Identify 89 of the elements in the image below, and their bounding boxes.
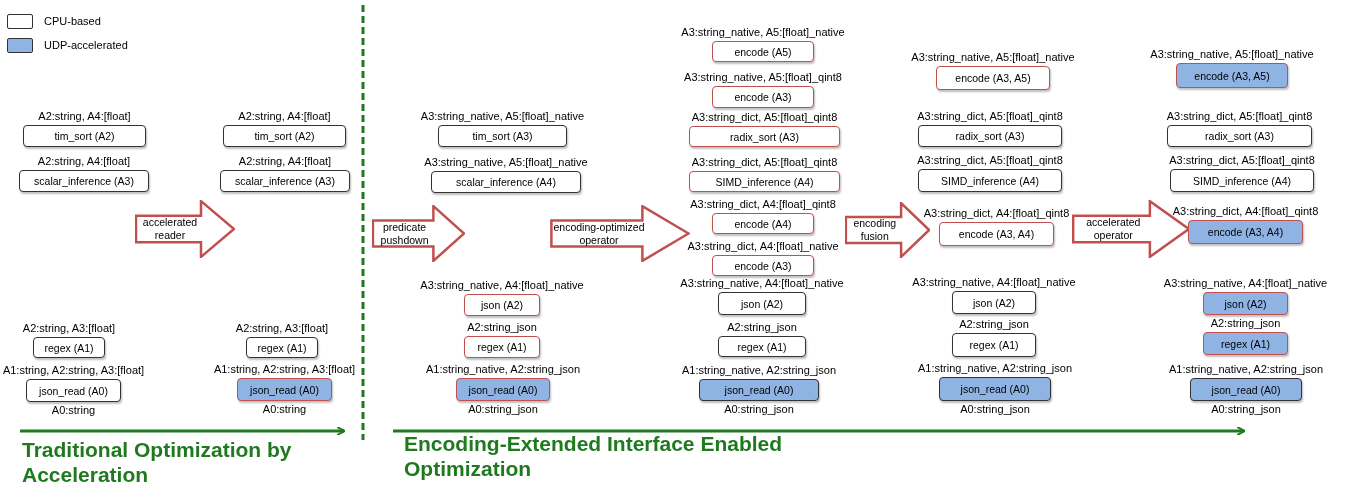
operator-box: regex (A1): [1203, 332, 1288, 355]
operator-box: regex (A1): [246, 337, 318, 358]
operator-box: json (A2): [464, 294, 540, 316]
schema-label: A3:string_dict, A5:[float]_qint8: [691, 156, 838, 169]
schema-label: A2:string, A4:[float]: [38, 110, 131, 123]
schema-label: A3:string_native, A5:[float]_native: [424, 156, 588, 169]
operator-box: regex (A1): [718, 336, 806, 357]
legend-text: UDP-accelerated: [44, 39, 128, 51]
block-arrow: [135, 200, 235, 258]
operator-box: radix_sort (A3): [1167, 125, 1312, 147]
operator-box: scalar_inference (A3): [19, 170, 149, 192]
arrow-label: encoding fusion: [852, 217, 898, 243]
arrow-label: predicate pushdown: [379, 220, 430, 247]
operator-box: json (A2): [1203, 292, 1288, 315]
operator-box: json (A2): [718, 292, 806, 315]
schema-label: A2:string, A4:[float]: [238, 110, 331, 123]
schema-label: A1:string_native, A2:string_json: [917, 362, 1073, 375]
operator-box: encode (A3, A5): [936, 66, 1050, 90]
schema-label: A3:string_native, A5:[float]_native: [681, 26, 845, 39]
schema-label: A3:string_dict, A5:[float]_qint8: [1166, 110, 1313, 123]
schema-label: A2:string, A3:[float]: [235, 322, 329, 335]
operator-box: json (A2): [952, 291, 1036, 314]
schema-label: A1:string, A2:string, A3:[float]: [2, 364, 145, 377]
arrow-label: accelerated reader: [141, 216, 199, 242]
schema-label: A0:string_json: [468, 403, 538, 416]
schema-label: A1:string_native, A2:string_json: [425, 363, 581, 376]
operator-box: SIMD_inference (A4): [689, 171, 840, 192]
schema-label: A3:string_native, A5:[float]_native: [1150, 48, 1314, 61]
schema-label: A3:string_native, A4:[float]_native: [680, 277, 844, 290]
schema-label: A3:string_dict, A5:[float]_qint8: [917, 154, 1063, 167]
operator-box: json_read (A0): [699, 379, 819, 401]
schema-label: A2:string, A3:[float]: [22, 322, 116, 335]
operator-box: SIMD_inference (A4): [918, 169, 1062, 192]
schema-label: A3:string_native, A5:[float]_native: [911, 51, 1075, 64]
schema-label: A3:string_dict, A5:[float]_qint8: [917, 110, 1063, 123]
operator-box: regex (A1): [464, 336, 540, 358]
schema-label: A3:string_dict, A4:[float]_qint8: [923, 207, 1070, 220]
schema-label: A3:string_dict, A4:[float]_native: [687, 240, 839, 253]
arrow-label: accelerated operator: [1085, 216, 1142, 242]
schema-label: A1:string_native, A2:string_json: [1168, 363, 1324, 376]
section-label: Traditional Optimization by Acceleration: [22, 437, 293, 486]
operator-box: radix_sort (A3): [689, 126, 840, 147]
operator-box: encode (A3, A4): [1188, 220, 1303, 244]
block-arrow: [372, 205, 465, 262]
schema-label: A2:string_json: [467, 321, 537, 334]
operator-box: regex (A1): [952, 333, 1036, 357]
operator-box: encode (A3, A5): [1176, 63, 1288, 88]
schema-label: A2:string, A4:[float]: [37, 155, 131, 168]
operator-box: regex (A1): [33, 337, 105, 358]
operator-box: radix_sort (A3): [918, 125, 1062, 147]
schema-label: A1:string_native, A2:string_json: [681, 364, 837, 377]
operator-box: json_read (A0): [1190, 378, 1302, 401]
schema-label: A0:string_json: [1211, 403, 1281, 416]
schema-label: A0:string_json: [960, 403, 1030, 416]
schema-label: A3:string_dict, A4:[float]_qint8: [1172, 205, 1319, 218]
operator-box: tim_sort (A3): [438, 125, 567, 147]
schema-label: A2:string_json: [727, 321, 797, 334]
operator-box: encode (A3): [712, 86, 814, 108]
schema-label: A2:string_json: [1210, 317, 1281, 330]
schema-label: A3:string_dict, A5:[float]_qint8: [1169, 154, 1315, 167]
operator-box: scalar_inference (A3): [220, 170, 350, 192]
operator-box: json_read (A0): [237, 378, 332, 401]
operator-box: json_read (A0): [939, 377, 1051, 401]
operator-box: encode (A4): [712, 213, 814, 234]
schema-label: A1:string, A2:string, A3:[float]: [213, 363, 356, 376]
schema-label: A0:string: [262, 403, 307, 416]
operator-box: SIMD_inference (A4): [1170, 169, 1314, 192]
schema-label: A3:string_dict, A4:[float]_qint8: [690, 198, 836, 211]
legend-text: CPU-based: [44, 15, 101, 27]
schema-label: A3:string_native, A4:[float]_native: [420, 279, 584, 292]
schema-label: A3:string_native, A4:[float]_native: [912, 276, 1076, 289]
schema-label: A0:string_json: [724, 403, 794, 416]
schema-label: A0:string: [51, 404, 96, 417]
schema-label: A3:string_native, A4:[float]_native: [1163, 277, 1328, 290]
schema-label: A2:string, A4:[float]: [238, 155, 332, 168]
operator-box: scalar_inference (A4): [431, 171, 581, 193]
schema-label: A3:string_native, A5:[float]_native: [420, 110, 585, 123]
operator-box: json_read (A0): [456, 378, 550, 401]
operator-box: tim_sort (A2): [223, 125, 346, 147]
operator-box: tim_sort (A2): [23, 125, 146, 147]
schema-label: A2:string_json: [959, 318, 1029, 331]
operator-box: encode (A3, A4): [939, 222, 1054, 246]
operator-box: encode (A5): [712, 41, 814, 62]
schema-label: A3:string_dict, A5:[float]_qint8: [691, 111, 838, 124]
operator-box: encode (A3): [712, 255, 814, 276]
arrow-label: encoding-optimized operator: [552, 220, 646, 247]
operator-box: json_read (A0): [26, 379, 121, 402]
section-label: Encoding-Extended Interface Enabled Optimization: [404, 431, 784, 481]
schema-label: A3:string_native, A5:[float]_qint8: [684, 71, 842, 84]
